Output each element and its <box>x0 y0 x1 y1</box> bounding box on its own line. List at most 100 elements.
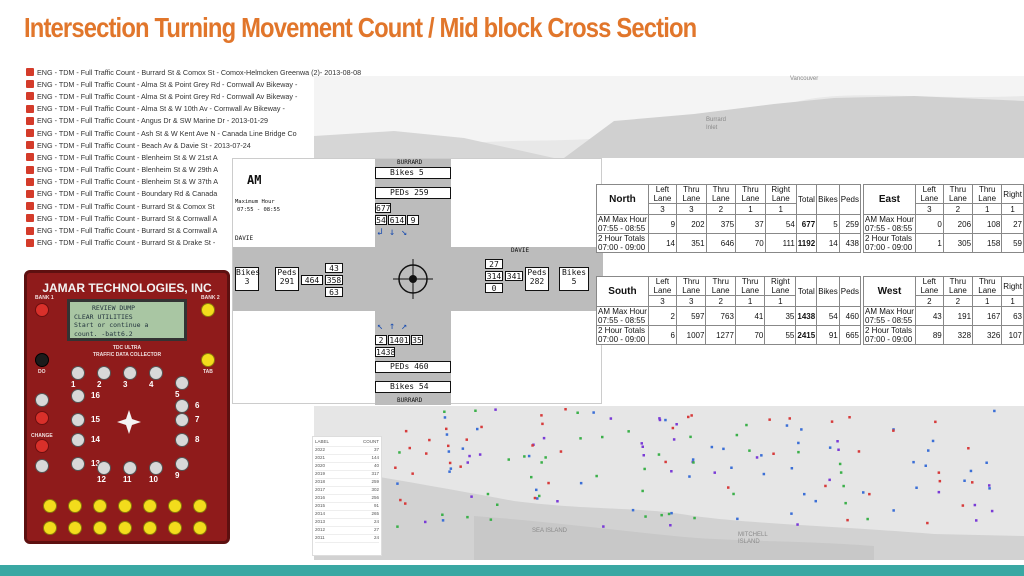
count-location-marker[interactable] <box>411 472 414 475</box>
side-button-1[interactable] <box>35 393 49 407</box>
count-location-marker[interactable] <box>824 484 827 488</box>
count-location-marker[interactable] <box>533 496 537 500</box>
function-button[interactable] <box>93 499 107 513</box>
count-location-marker[interactable] <box>762 472 766 476</box>
count-location-marker[interactable] <box>494 408 497 411</box>
count-button-14[interactable] <box>71 433 85 447</box>
count-location-marker[interactable] <box>988 484 991 487</box>
count-location-marker[interactable] <box>912 460 915 464</box>
count-location-marker[interactable] <box>713 471 717 474</box>
file-list-item[interactable]: ENG - TDM - Full Traffic Count - Boundar… <box>26 188 326 200</box>
count-button-1[interactable] <box>71 366 85 380</box>
count-button-5[interactable] <box>175 376 189 390</box>
count-location-marker[interactable] <box>424 520 427 524</box>
count-location-marker[interactable] <box>459 465 462 468</box>
count-location-marker[interactable] <box>839 471 843 474</box>
count-location-marker[interactable] <box>559 450 563 453</box>
count-location-marker[interactable] <box>658 417 661 420</box>
count-location-marker[interactable] <box>478 453 482 456</box>
count-location-marker[interactable] <box>722 447 725 451</box>
change-button-lower[interactable] <box>35 439 49 453</box>
count-location-marker[interactable] <box>660 513 663 517</box>
count-location-marker[interactable] <box>691 458 695 461</box>
count-location-marker[interactable] <box>971 481 974 484</box>
count-location-marker[interactable] <box>468 454 471 458</box>
change-button-upper[interactable] <box>35 411 49 425</box>
count-location-marker[interactable] <box>536 497 539 500</box>
count-location-marker[interactable] <box>760 454 763 457</box>
count-location-marker[interactable] <box>669 524 672 527</box>
count-location-marker[interactable] <box>579 481 583 485</box>
count-location-marker[interactable] <box>814 499 818 503</box>
count-location-marker[interactable] <box>476 427 479 431</box>
file-list-item[interactable]: ENG - TDM - Full Traffic Count - Burrard… <box>26 224 326 236</box>
count-location-marker[interactable] <box>926 521 929 525</box>
count-location-marker[interactable] <box>496 503 499 507</box>
count-location-marker[interactable] <box>523 455 526 458</box>
file-list-item[interactable]: ENG - TDM - Full Traffic Count - Alma St… <box>26 78 326 90</box>
tab-button[interactable] <box>201 353 215 367</box>
file-list-item[interactable]: ENG - TDM - Full Traffic Count - Alma St… <box>26 103 326 115</box>
file-list-item[interactable]: ENG - TDM - Full Traffic Count - Burrard… <box>26 200 326 212</box>
count-location-marker[interactable] <box>601 435 604 439</box>
function-button[interactable] <box>68 521 82 535</box>
function-button[interactable] <box>43 499 57 513</box>
count-button-4[interactable] <box>149 366 163 380</box>
function-button[interactable] <box>93 521 107 535</box>
count-location-marker[interactable] <box>602 525 605 528</box>
count-location-marker[interactable] <box>937 490 941 494</box>
count-location-marker[interactable] <box>689 435 692 439</box>
count-location-marker[interactable] <box>540 461 543 464</box>
count-location-marker[interactable] <box>915 486 918 490</box>
count-button-3[interactable] <box>123 366 137 380</box>
count-location-marker[interactable] <box>857 450 861 453</box>
count-location-marker[interactable] <box>836 440 839 443</box>
count-location-marker[interactable] <box>449 467 453 470</box>
count-location-marker[interactable] <box>687 415 690 419</box>
file-list-item[interactable]: ENG - TDM - Full Traffic Count - Alma St… <box>26 90 326 102</box>
count-location-marker[interactable] <box>838 462 842 466</box>
count-location-marker[interactable] <box>772 452 775 456</box>
count-location-marker[interactable] <box>408 446 412 450</box>
count-location-marker[interactable] <box>658 418 662 422</box>
count-location-marker[interactable] <box>800 428 803 431</box>
count-location-marker[interactable] <box>828 478 831 482</box>
count-button-6[interactable] <box>175 399 189 413</box>
count-location-marker[interactable] <box>641 445 645 449</box>
count-button-8[interactable] <box>175 433 189 447</box>
count-location-marker[interactable] <box>675 423 678 426</box>
count-location-marker[interactable] <box>394 466 397 470</box>
count-location-marker[interactable] <box>592 411 595 414</box>
count-location-marker[interactable] <box>443 416 447 419</box>
count-location-marker[interactable] <box>535 488 538 492</box>
count-location-marker[interactable] <box>507 458 511 461</box>
count-location-marker[interactable] <box>990 509 994 513</box>
count-location-marker[interactable] <box>595 474 598 478</box>
count-location-marker[interactable] <box>969 469 973 473</box>
count-location-marker[interactable] <box>398 451 401 454</box>
count-location-marker[interactable] <box>688 475 691 478</box>
count-location-marker[interactable] <box>579 437 582 440</box>
count-location-marker[interactable] <box>541 422 544 426</box>
count-location-marker[interactable] <box>642 454 646 457</box>
function-button[interactable] <box>193 499 207 513</box>
count-location-marker[interactable] <box>399 498 402 502</box>
count-location-marker[interactable] <box>690 414 693 417</box>
count-location-marker[interactable] <box>672 438 676 441</box>
count-location-marker[interactable] <box>396 482 399 485</box>
count-location-marker[interactable] <box>627 430 630 433</box>
count-location-marker[interactable] <box>938 479 942 483</box>
count-location-marker[interactable] <box>796 523 799 526</box>
count-location-marker[interactable] <box>631 508 635 512</box>
function-button[interactable] <box>193 521 207 535</box>
count-button-9[interactable] <box>175 457 189 471</box>
count-location-marker[interactable] <box>466 515 469 519</box>
count-location-marker[interactable] <box>657 453 661 456</box>
count-location-marker[interactable] <box>993 409 996 413</box>
count-location-marker[interactable] <box>425 452 428 455</box>
count-button-7[interactable] <box>175 413 189 427</box>
count-location-marker[interactable] <box>445 433 449 436</box>
count-location-marker[interactable] <box>790 467 794 470</box>
count-location-marker[interactable] <box>527 454 531 458</box>
count-location-marker[interactable] <box>609 417 613 420</box>
